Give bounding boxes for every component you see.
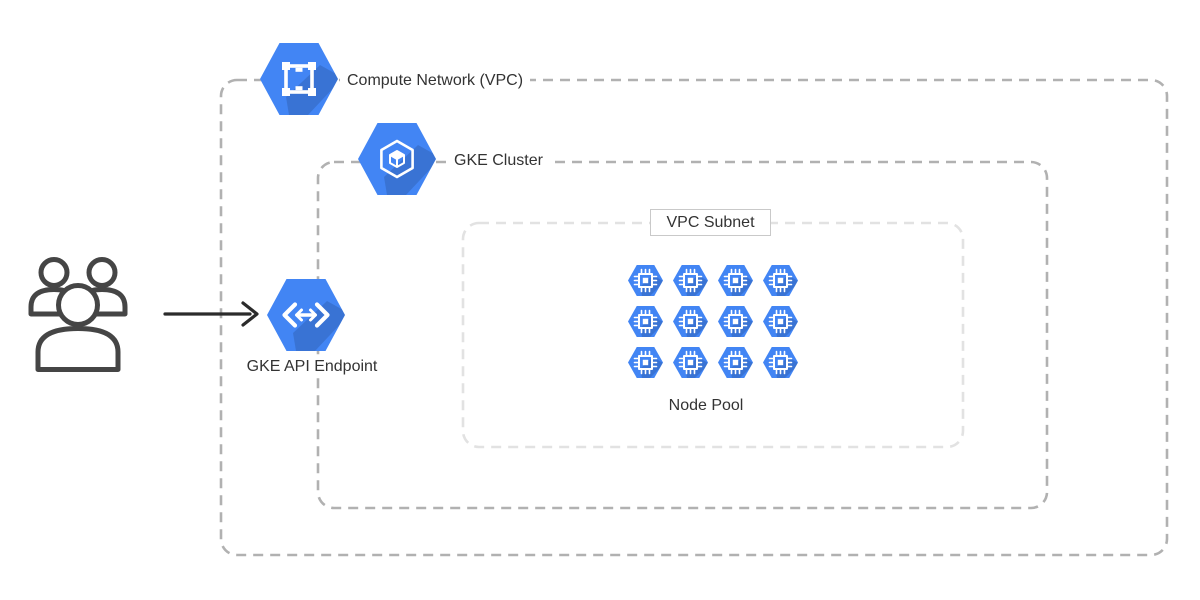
compute-node-icon <box>763 347 798 378</box>
chip-glyph <box>723 350 748 375</box>
vpc-network-glyph <box>282 62 316 96</box>
compute-node-icon <box>628 265 663 296</box>
vpc-subnet-label-text: VPC Subnet <box>666 213 755 231</box>
compute-network-vpc-box <box>219 78 1169 557</box>
chip-glyph <box>768 350 793 375</box>
compute-node-icon <box>718 265 753 296</box>
compute-node-icon <box>628 306 663 337</box>
arrow-right-icon <box>163 301 259 327</box>
vpc-network-icon <box>260 43 338 115</box>
chip-glyph <box>723 268 748 293</box>
compute-network-vpc-label: Compute Network (VPC) <box>340 70 531 92</box>
node-pool-grid <box>628 265 798 378</box>
chip-glyph <box>678 268 703 293</box>
vpc-subnet-box <box>461 221 965 449</box>
compute-node-icon <box>673 306 708 337</box>
compute-node-icon <box>718 306 753 337</box>
chip-glyph <box>723 309 748 334</box>
node-pool-label: Node Pool <box>606 397 806 415</box>
compute-node-icon <box>628 347 663 378</box>
users-icon <box>28 257 128 372</box>
compute-node-icon <box>718 347 753 378</box>
chip-glyph <box>768 309 793 334</box>
compute-node-icon <box>763 306 798 337</box>
chip-glyph <box>633 268 658 293</box>
compute-node-icon <box>673 347 708 378</box>
compute-node-icon <box>673 265 708 296</box>
compute-node-icon <box>763 265 798 296</box>
chip-glyph <box>678 350 703 375</box>
gke-api-endpoint-label: GKE API Endpoint <box>232 358 392 376</box>
gke-cluster-label: GKE Cluster <box>447 150 550 172</box>
chip-glyph <box>768 268 793 293</box>
chip-glyph <box>633 350 658 375</box>
chip-glyph <box>678 309 703 334</box>
chip-glyph <box>633 309 658 334</box>
vpc-subnet-label: VPC Subnet <box>650 209 771 236</box>
api-endpoint-glyph <box>282 302 330 328</box>
api-endpoint-icon <box>267 279 345 351</box>
gke-cluster-glyph <box>380 139 414 179</box>
gke-cluster-icon <box>358 123 436 195</box>
